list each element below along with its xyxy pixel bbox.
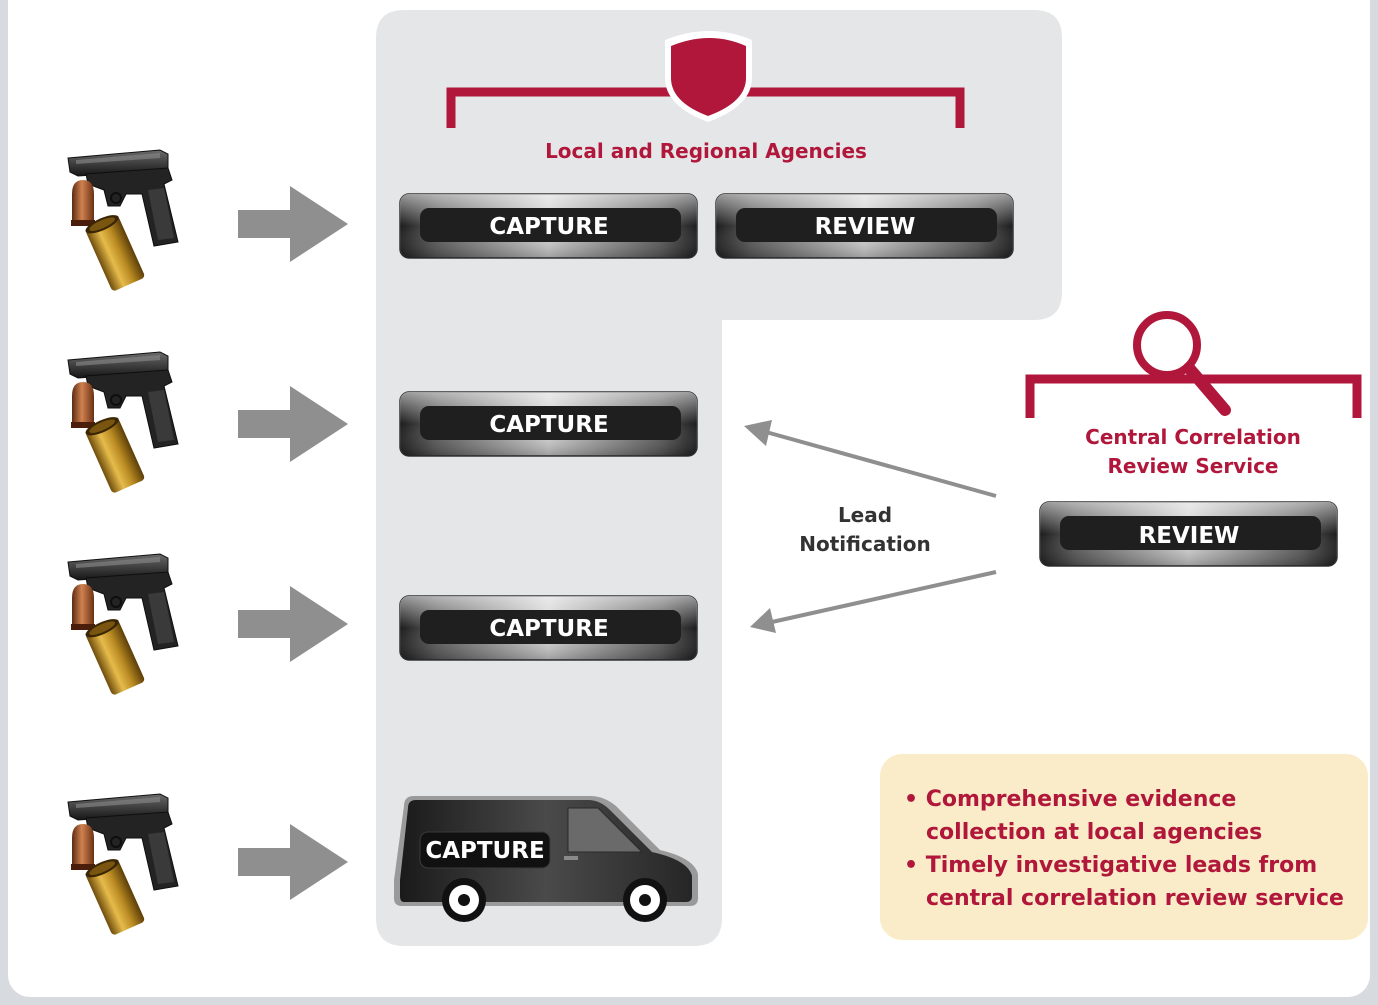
benefit-1-line2: collection at local agencies xyxy=(926,820,1262,845)
benefits-callout xyxy=(880,754,1368,940)
handgun-icon xyxy=(67,553,179,696)
evidence-arrow xyxy=(238,186,348,262)
handgun-icon xyxy=(67,793,179,936)
lead-notification-line2: Notification xyxy=(799,532,930,556)
capture-station-2: CAPTURE xyxy=(399,391,698,457)
capture-label: CAPTURE xyxy=(489,616,608,642)
capture-label: CAPTURE xyxy=(489,214,608,240)
diagram-frame: Local and Regional Agencies CAPTURE REVI… xyxy=(8,0,1370,997)
benefit-1-line1: • Comprehensive evidence xyxy=(904,787,1236,812)
lead-arrow-upper xyxy=(744,420,997,498)
review-label: REVIEW xyxy=(815,214,916,240)
central-title-line1: Central Correlation xyxy=(1085,425,1301,449)
evidence-arrow xyxy=(238,386,348,462)
central-bracket xyxy=(1025,374,1362,418)
benefit-2-line1: • Timely investigative leads from xyxy=(904,853,1317,878)
capture-station-3: CAPTURE xyxy=(399,595,698,661)
agencies-title: Local and Regional Agencies xyxy=(545,139,867,163)
capture-station-1: CAPTURE xyxy=(399,193,698,259)
evidence-arrow xyxy=(238,824,348,900)
van-capture-label: CAPTURE xyxy=(425,838,544,864)
shield-icon xyxy=(665,31,752,122)
magnifier-icon xyxy=(1133,311,1231,416)
diagram-canvas: Local and Regional Agencies CAPTURE REVI… xyxy=(67,10,1368,946)
central-title-line2: Review Service xyxy=(1107,454,1278,478)
lead-notification-line1: Lead xyxy=(838,503,892,527)
benefit-2-line2: central correlation review service xyxy=(926,886,1344,911)
review-station-local: REVIEW xyxy=(715,193,1014,259)
handgun-icon xyxy=(67,351,179,494)
lead-arrow-lower xyxy=(750,570,997,633)
capture-label: CAPTURE xyxy=(489,412,608,438)
review-label: REVIEW xyxy=(1139,523,1240,549)
review-station-central: REVIEW xyxy=(1039,501,1338,567)
handgun-icon xyxy=(67,149,179,292)
van-icon: CAPTURE xyxy=(394,796,698,922)
evidence-arrow xyxy=(238,586,348,662)
